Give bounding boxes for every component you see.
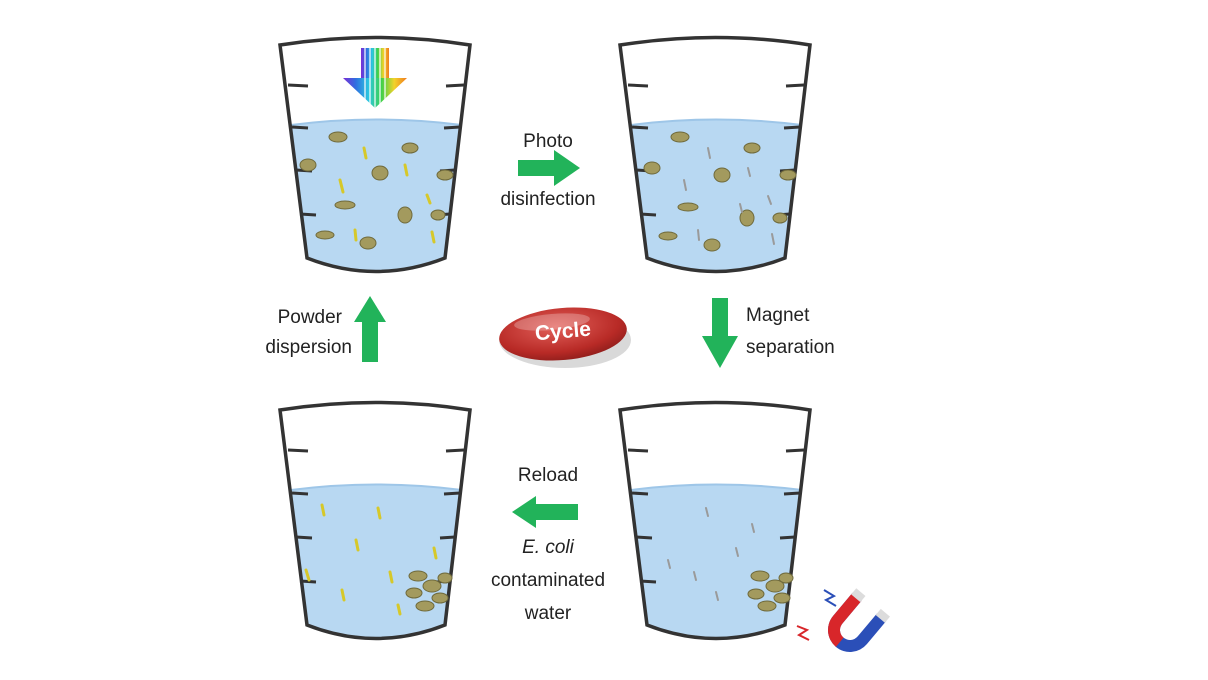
arrow-down-magnet — [702, 298, 738, 368]
label-photo: Photo — [523, 131, 573, 152]
beaker-photo-disinfection-start — [278, 35, 472, 274]
beaker-magnet-separation — [618, 400, 812, 641]
label-disinfection: disinfection — [500, 189, 596, 210]
label-separation: separation — [746, 337, 835, 358]
arrow-up-powder — [354, 296, 386, 362]
magnet-icon — [828, 588, 890, 653]
label-ecoli: E. coli — [522, 537, 574, 558]
light-rainbow-arrow-icon — [343, 48, 407, 108]
beaker-after-disinfection — [618, 35, 812, 274]
lightning-icon — [796, 589, 837, 641]
beaker-reloaded — [278, 400, 472, 641]
arrow-left-reload — [512, 496, 578, 528]
label-magnet: Magnet — [746, 305, 810, 326]
label-contaminated: contaminated — [490, 570, 606, 591]
label-dispersion: dispersion — [265, 337, 352, 358]
arrow-right-photo — [518, 150, 580, 186]
label-reload: Reload — [517, 465, 579, 486]
label-water: water — [524, 603, 572, 624]
label-powder: Powder — [277, 307, 342, 328]
cycle-button — [499, 307, 631, 368]
